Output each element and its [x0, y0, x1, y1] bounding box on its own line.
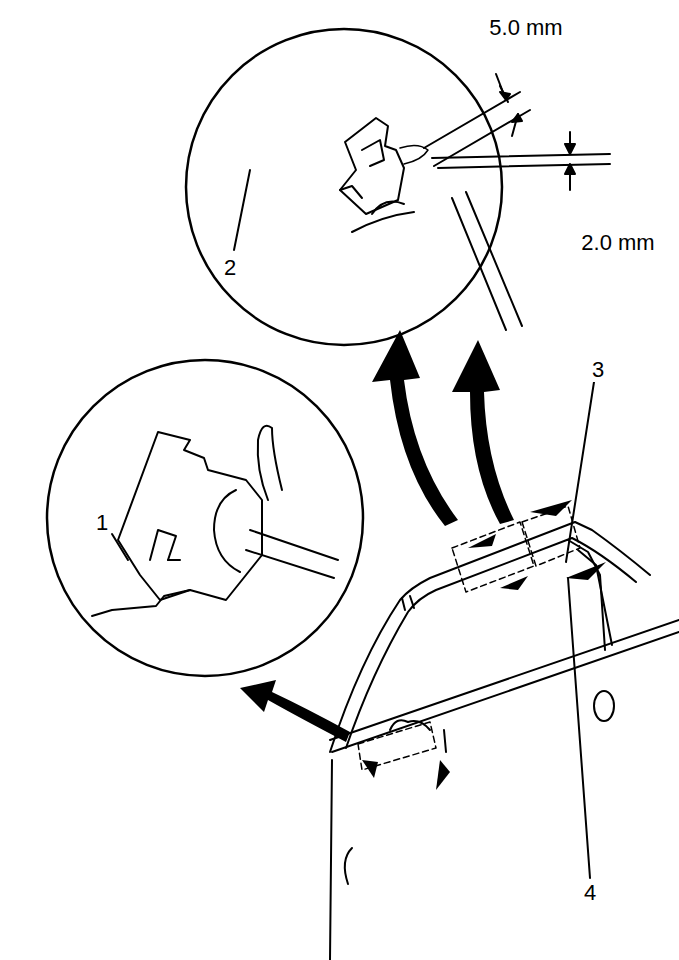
clip-detail-left: [92, 426, 338, 616]
dimension-label: 5.0 mm: [487, 16, 564, 40]
leader-line: [234, 170, 250, 250]
door-body: [330, 522, 679, 960]
callout-number: 2: [222, 256, 238, 280]
callout-number: 3: [590, 358, 606, 382]
leader-line: [112, 534, 128, 560]
callout-number: 4: [582, 881, 598, 905]
leader-line: [566, 382, 594, 562]
leader-line: [568, 578, 590, 878]
dimension-lines: [424, 74, 610, 190]
dimension-label: 2.0 mm: [579, 231, 656, 255]
zoom-arrows: [240, 330, 514, 742]
detail-circle: [186, 29, 502, 345]
callout-number: 1: [94, 511, 110, 535]
detail-circle: [47, 360, 363, 676]
detail-area-box: [358, 506, 580, 770]
clip-detail-top: [340, 118, 522, 330]
